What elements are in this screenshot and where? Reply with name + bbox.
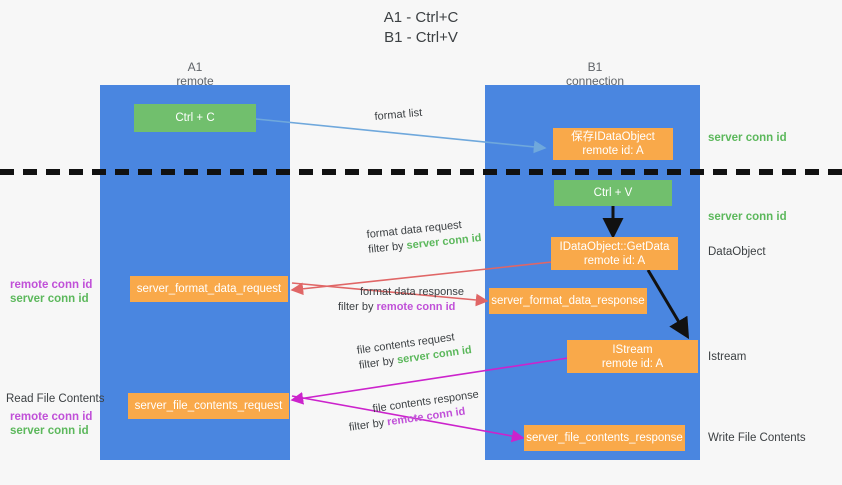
edge-label-format-data-response-line2: filter by remote conn id <box>338 301 456 313</box>
label-server-conn-id-mid: server conn id <box>708 211 787 223</box>
title-line-2: B1 - Ctrl+V <box>384 29 458 46</box>
label-read-file-contents: Read File Contents <box>6 393 105 405</box>
node-server-format-data-response[interactable]: server_format_data_response <box>489 288 647 314</box>
node-server-format-data-request[interactable]: server_format_data_request <box>130 276 288 302</box>
label-remote-conn-id-lower: remote conn id <box>10 411 93 423</box>
edge-label-format-data-response-line1: format data response <box>360 286 464 298</box>
label-write-file-contents: Write File Contents <box>708 432 806 444</box>
edge-label-file-contents-response: file contents response filter by remote … <box>346 387 482 435</box>
node-server-format-data-request-label: server_format_data_request <box>136 283 282 295</box>
column-header-b1-name: B1 <box>587 60 603 74</box>
node-ctrl-c[interactable]: Ctrl + C <box>134 104 256 132</box>
node-istream-label: IStream <box>612 343 653 356</box>
node-server-file-contents-response[interactable]: server_file_contents_response <box>524 425 685 451</box>
label-remote-conn-id-upper: remote conn id <box>10 279 93 291</box>
node-istream[interactable]: IStream remote id: A <box>567 340 698 373</box>
node-ctrl-c-label: Ctrl + C <box>175 112 215 124</box>
node-istream-sub: remote id: A <box>601 357 664 370</box>
label-server-conn-id-top: server conn id <box>708 132 787 144</box>
node-save-idataobject[interactable]: 保存IDataObject remote id: A <box>553 128 673 160</box>
edge-label-format-data-response: format data response filter by remote co… <box>338 285 464 315</box>
node-server-file-contents-request-label: server_file_contents_request <box>134 400 283 412</box>
node-server-file-contents-request[interactable]: server_file_contents_request <box>128 393 289 419</box>
column-header-b1: B1 connection <box>520 60 670 88</box>
edge-label-format-list: format list <box>374 106 423 125</box>
node-server-format-data-response-label: server_format_data_response <box>491 295 645 307</box>
node-save-idataobject-label: 保存IDataObject <box>571 131 655 143</box>
node-save-idataobject-sub: remote id: A <box>582 145 644 157</box>
column-header-a1-name: A1 <box>187 60 203 74</box>
node-idataobject-getdata-label: IDataObject::GetData <box>559 240 670 253</box>
title-line-1: A1 - Ctrl+C <box>383 9 459 26</box>
node-ctrl-v-label: Ctrl + V <box>593 187 633 199</box>
label-dataobject: DataObject <box>708 246 766 258</box>
node-idataobject-getdata[interactable]: IDataObject::GetData remote id: A <box>551 237 678 270</box>
edge-label-file-contents-request: file contents request filter by server c… <box>356 328 473 374</box>
label-istream: Istream <box>708 351 747 363</box>
edge-label-format-data-request: format data request filter by server con… <box>366 216 482 258</box>
column-header-a1-sub: remote <box>176 74 214 88</box>
node-idataobject-getdata-sub: remote id: A <box>583 254 646 267</box>
node-ctrl-v[interactable]: Ctrl + V <box>554 180 672 206</box>
page-title: A1 - Ctrl+C B1 - Ctrl+V <box>0 8 842 48</box>
edge-label-format-list-text: format list <box>374 106 423 123</box>
column-header-a1: A1 remote <box>120 60 270 88</box>
node-server-file-contents-response-label: server_file_contents_response <box>526 432 683 444</box>
column-header-b1-sub: connection <box>565 74 625 88</box>
label-server-conn-id-lower: server conn id <box>10 425 89 437</box>
label-server-conn-id-upper: server conn id <box>10 293 89 305</box>
